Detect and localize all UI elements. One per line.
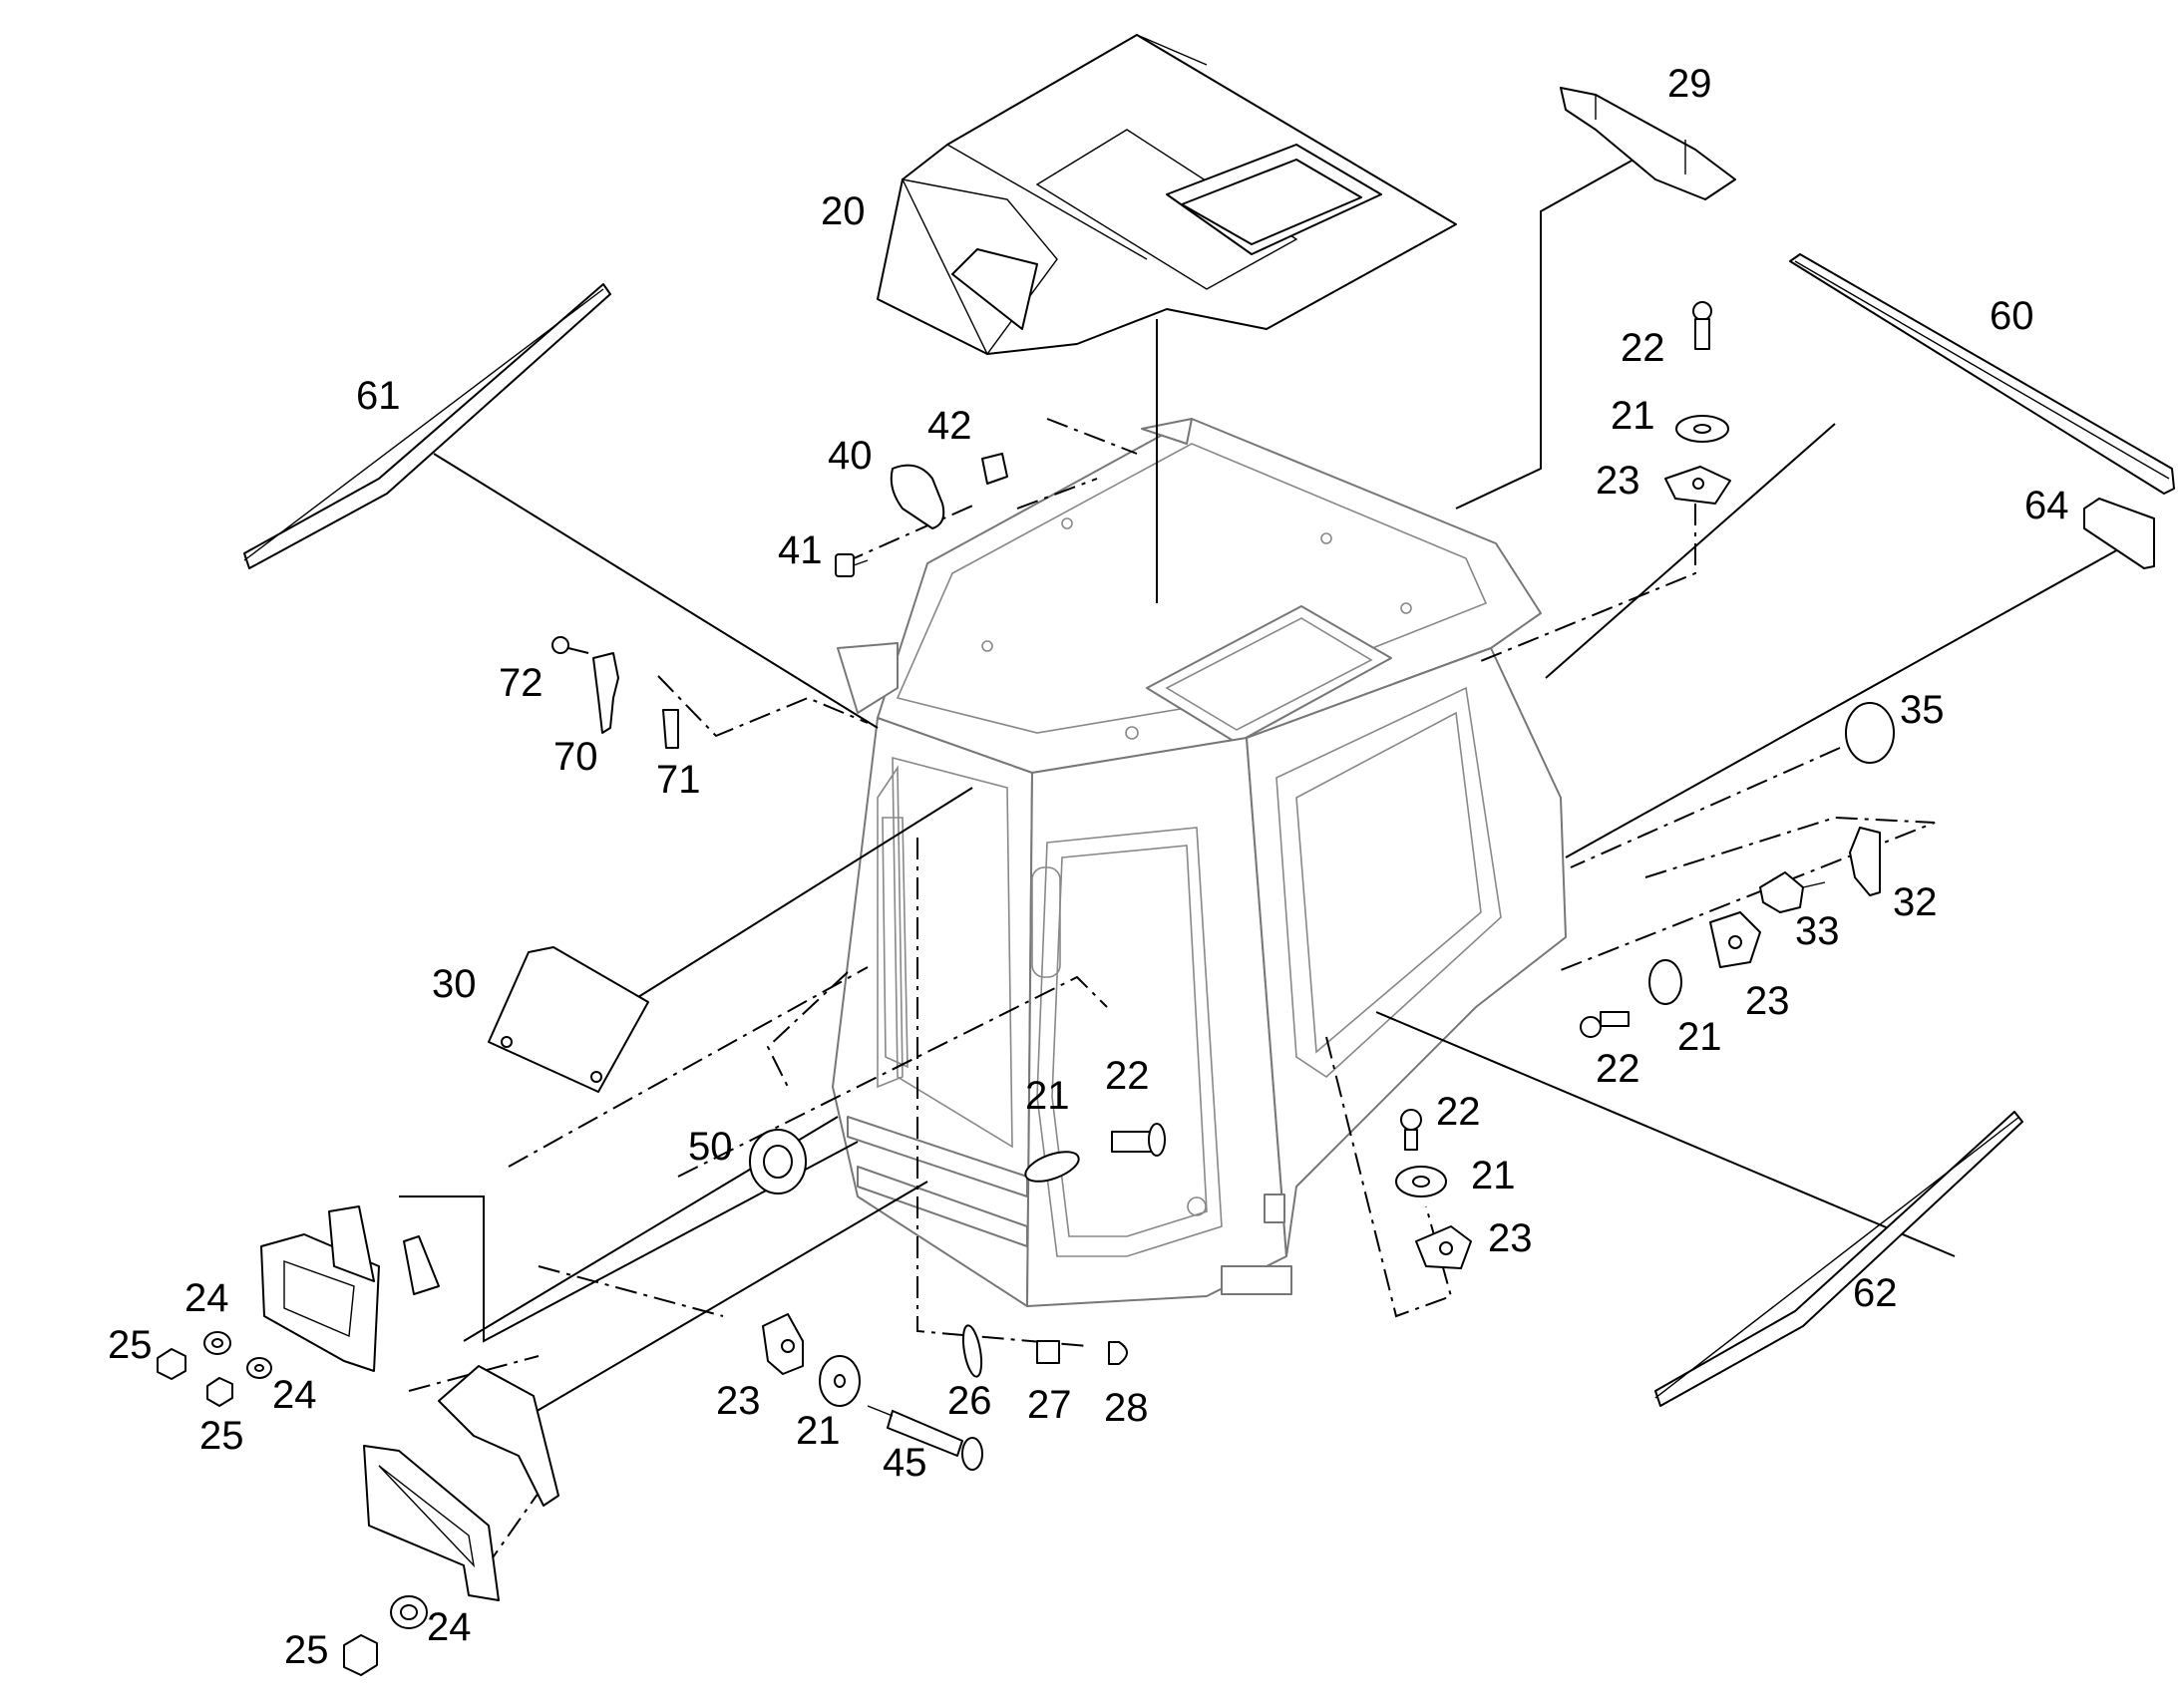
part-72-pin bbox=[551, 636, 589, 654]
callout-27: 27 bbox=[1027, 1383, 1072, 1427]
part-45-bolt bbox=[867, 1405, 983, 1471]
part-62-seal-strip bbox=[1654, 1111, 2023, 1407]
callout-23-top: 23 bbox=[1596, 459, 1640, 503]
callout-22-center: 22 bbox=[1105, 1054, 1150, 1098]
part-70-hinge bbox=[592, 652, 619, 734]
callout-35: 35 bbox=[1900, 688, 1945, 732]
callout-25-a: 25 bbox=[108, 1323, 153, 1367]
callout-labels: 20 29 60 61 64 40 41 42 22 21 23 72 70 7… bbox=[108, 62, 2069, 1672]
callout-42: 42 bbox=[927, 404, 972, 448]
part-23-clip-top bbox=[1664, 466, 1731, 505]
part-24-washer-c bbox=[390, 1595, 428, 1629]
part-22-screw-mid bbox=[1580, 1011, 1630, 1038]
part-22-screw-top bbox=[1692, 301, 1712, 350]
callout-32: 32 bbox=[1893, 880, 1938, 924]
callout-28: 28 bbox=[1104, 1386, 1149, 1430]
callout-29: 29 bbox=[1667, 62, 1712, 106]
part-21-washer-center bbox=[1024, 1151, 1080, 1183]
callout-26: 26 bbox=[947, 1379, 992, 1423]
callout-33: 33 bbox=[1795, 909, 1840, 953]
part-23-clip-lower bbox=[1415, 1225, 1472, 1269]
part-35-plug bbox=[1845, 702, 1895, 764]
callout-23-lower: 23 bbox=[1488, 1216, 1533, 1260]
part-22-screw-center bbox=[1111, 1123, 1166, 1157]
callout-21-lower: 21 bbox=[1471, 1154, 1516, 1197]
part-40-latch-plate bbox=[890, 464, 945, 529]
callout-21-mid: 21 bbox=[1677, 1015, 1722, 1059]
callout-64: 64 bbox=[2024, 484, 2069, 527]
callout-71: 71 bbox=[656, 758, 701, 802]
part-23-clip-mid bbox=[1709, 911, 1761, 968]
callout-24-a: 24 bbox=[184, 1276, 229, 1320]
part-41-screw bbox=[835, 553, 869, 577]
part-21-washer-lower bbox=[1395, 1166, 1447, 1197]
callout-23-bottom: 23 bbox=[716, 1379, 761, 1423]
part-60-seal-strip bbox=[1789, 253, 2175, 495]
part-42-clip bbox=[981, 453, 1008, 485]
part-bracket-left-frame bbox=[260, 1205, 440, 1372]
callout-23-mid: 23 bbox=[1745, 979, 1790, 1023]
part-33-bolt bbox=[1759, 871, 1826, 913]
part-71-plate bbox=[662, 709, 679, 749]
callout-41: 41 bbox=[778, 528, 823, 572]
callout-61: 61 bbox=[356, 374, 401, 418]
callout-22-mid: 22 bbox=[1596, 1047, 1640, 1091]
callout-25-b: 25 bbox=[199, 1414, 244, 1458]
part-50-grommet bbox=[749, 1129, 807, 1195]
callout-24-c: 24 bbox=[427, 1605, 472, 1649]
callout-21-top: 21 bbox=[1611, 394, 1655, 438]
callout-22-lower: 22 bbox=[1436, 1090, 1481, 1134]
callout-20: 20 bbox=[821, 189, 866, 233]
leader-lines bbox=[399, 154, 2130, 1571]
callout-70: 70 bbox=[553, 735, 598, 779]
part-26-spring-washer bbox=[961, 1324, 983, 1378]
part-64-seal-strip bbox=[2083, 498, 2155, 569]
callout-60: 60 bbox=[1990, 294, 2034, 338]
part-22-screw-lower bbox=[1400, 1109, 1422, 1151]
callout-25-c: 25 bbox=[284, 1628, 329, 1672]
part-21-washer-top bbox=[1675, 415, 1729, 443]
callout-24-b: 24 bbox=[272, 1373, 317, 1417]
callout-72: 72 bbox=[499, 661, 544, 705]
part-21-washer-mid bbox=[1648, 959, 1682, 1005]
callout-45: 45 bbox=[883, 1441, 927, 1485]
cab-frame bbox=[832, 418, 1567, 1307]
callout-40: 40 bbox=[828, 434, 873, 478]
part-29-bracket bbox=[1560, 87, 1736, 200]
part-bracket-lower-panel bbox=[363, 1365, 559, 1601]
part-20-roof-liner bbox=[877, 34, 1457, 356]
callout-21-center: 21 bbox=[1025, 1074, 1070, 1118]
callout-50: 50 bbox=[688, 1125, 733, 1169]
part-21-washer-bottom bbox=[819, 1355, 861, 1407]
part-25-nut-a bbox=[157, 1348, 186, 1380]
part-32-bracket bbox=[1849, 827, 1881, 896]
part-28-cap bbox=[1108, 1341, 1128, 1365]
part-25-nut-c bbox=[343, 1634, 378, 1676]
part-25-nut-b bbox=[206, 1377, 233, 1407]
callout-62: 62 bbox=[1853, 1271, 1898, 1315]
callout-21-bottom: 21 bbox=[796, 1409, 841, 1453]
part-23-clip-bottom bbox=[762, 1313, 804, 1375]
callout-22-top: 22 bbox=[1621, 326, 1665, 370]
part-24-washer-a bbox=[203, 1331, 231, 1355]
part-24-washer-b bbox=[246, 1357, 272, 1379]
callout-30: 30 bbox=[432, 962, 477, 1006]
part-61-seal-strip bbox=[243, 283, 611, 569]
part-30-window-panel bbox=[488, 946, 649, 1093]
part-27-spacer bbox=[1036, 1340, 1060, 1364]
